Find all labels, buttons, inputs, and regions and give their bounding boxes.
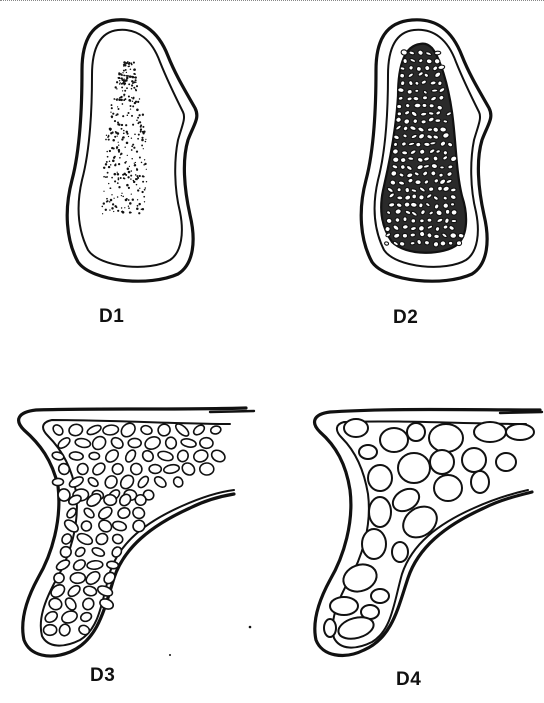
panel-d1-cross-section (67, 20, 197, 281)
d4-top-cortex-line (500, 412, 542, 413)
d1-inner-cortex (79, 30, 184, 267)
panel-d4-cross-section (315, 410, 542, 656)
panel-d2-cross-section (361, 20, 491, 281)
panel-label-d4: D4 (396, 669, 421, 691)
d1-medullary-stipple (101, 61, 147, 214)
d3-top-cortex-line (210, 411, 254, 412)
panel-label-d3: D3 (90, 665, 115, 687)
d4-large-trabecular-pores (324, 419, 534, 642)
panel-label-d2: D2 (393, 307, 418, 329)
d3-trabecular-pores (43, 421, 227, 638)
panel-d3-cross-section (19, 408, 254, 656)
panel-label-d1: D1 (99, 306, 124, 328)
stray-ink-marks (169, 626, 251, 656)
